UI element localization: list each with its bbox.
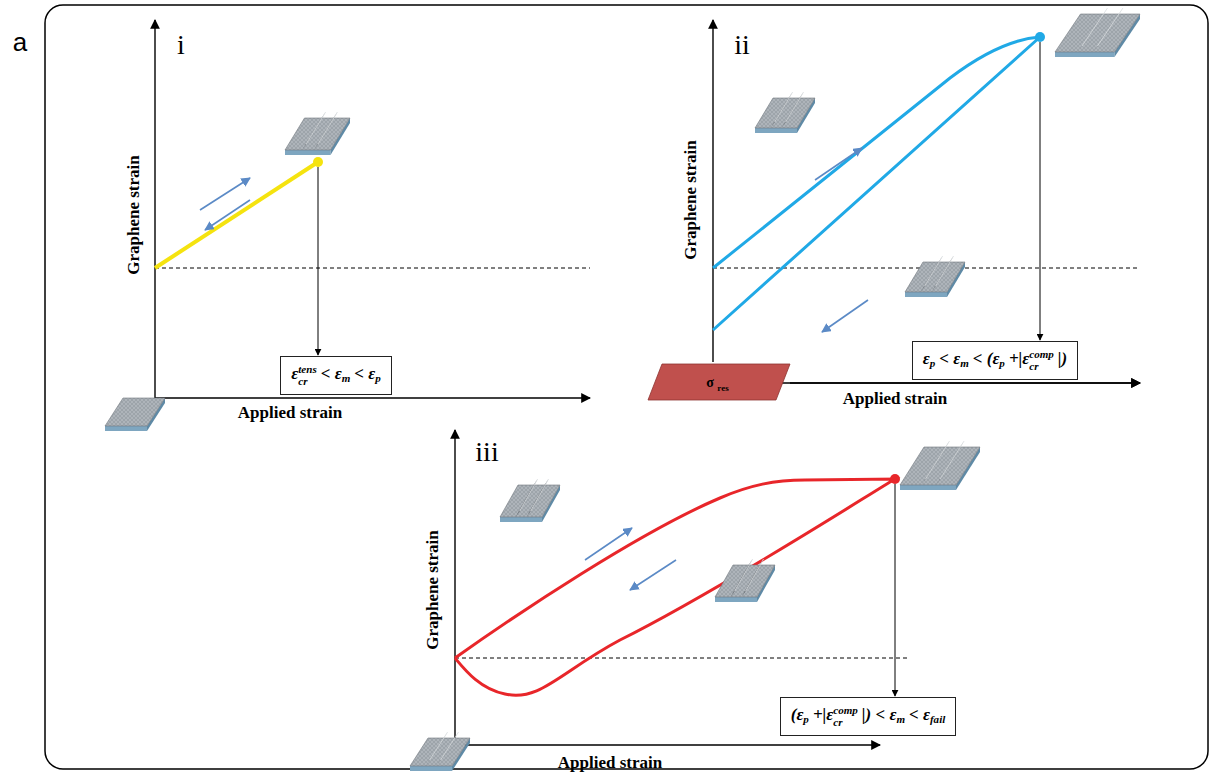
formula-text: cr bbox=[298, 376, 316, 388]
graphene-sheet bbox=[285, 112, 350, 155]
formula-text: ε bbox=[291, 364, 298, 383]
zero-line bbox=[155, 268, 590, 269]
index-stack: compcr bbox=[1029, 349, 1054, 372]
axis-title: Applied strain bbox=[558, 754, 662, 771]
formula-text: comp bbox=[1029, 349, 1054, 361]
max-strain-dot bbox=[890, 474, 900, 484]
graphene-sheet bbox=[105, 398, 165, 431]
formula-text: < ε bbox=[350, 364, 375, 383]
formula-text: |) < ε bbox=[858, 705, 897, 724]
stress-symbol: σ bbox=[706, 376, 714, 390]
formula-text: < ε bbox=[905, 705, 930, 724]
graphene-sheet bbox=[410, 732, 470, 771]
formula-text: < (ε bbox=[969, 349, 1000, 368]
y-axis bbox=[712, 20, 713, 362]
stress-symbol: res bbox=[717, 384, 728, 393]
axis-title: Applied strain bbox=[238, 404, 342, 421]
formula-text: m bbox=[960, 357, 969, 369]
direction-arrow bbox=[205, 200, 250, 230]
index-stack: compcr bbox=[833, 705, 858, 728]
strain-curve bbox=[155, 162, 318, 268]
formula-text: cr bbox=[1029, 361, 1054, 373]
index-stack: tenscr bbox=[298, 364, 316, 387]
graphene-sheet bbox=[500, 479, 560, 522]
graphene-sheet bbox=[1055, 8, 1140, 57]
condition-box: εtenscr< εm< εp bbox=[280, 356, 391, 395]
condition-box: (εp+|εcompcr|) < εm< εfail bbox=[780, 697, 957, 736]
formula-text: tens bbox=[298, 364, 316, 376]
direction-arrow bbox=[822, 300, 868, 332]
direction-arrow bbox=[630, 560, 676, 590]
y-axis bbox=[154, 20, 155, 398]
zero-line bbox=[455, 658, 910, 659]
axis-title: Graphene strain bbox=[424, 530, 441, 649]
axis-title: Applied strain bbox=[843, 390, 947, 407]
formula-text: < ε bbox=[317, 364, 342, 383]
leader-line bbox=[895, 484, 896, 696]
x-axis bbox=[455, 744, 880, 745]
direction-arrow bbox=[585, 528, 632, 560]
formula-text: fail bbox=[930, 713, 945, 725]
graphene-sheet bbox=[715, 559, 775, 602]
leader-line bbox=[1040, 42, 1041, 340]
formula-text: +|ε bbox=[1005, 349, 1029, 368]
panel-label: ii bbox=[734, 31, 750, 59]
formula-text: p bbox=[999, 357, 1005, 369]
x-axis bbox=[790, 382, 1140, 383]
x-axis bbox=[155, 397, 590, 398]
formula-text: |) bbox=[1054, 349, 1067, 368]
formula-text: ε bbox=[923, 349, 930, 368]
axis-title: Graphene strain bbox=[125, 155, 142, 274]
formula-text: cr bbox=[833, 717, 858, 729]
formula-text: comp bbox=[833, 705, 858, 717]
direction-arrow bbox=[815, 148, 862, 180]
max-strain-dot bbox=[313, 157, 323, 167]
y-axis bbox=[454, 430, 455, 745]
graphene-sheet bbox=[900, 441, 980, 490]
residual-stress-sheet bbox=[648, 364, 790, 400]
formula-text: p bbox=[930, 357, 936, 369]
panel-border bbox=[45, 5, 1208, 769]
formula-text: p bbox=[803, 713, 809, 725]
graphene-sheet bbox=[905, 256, 965, 297]
formula-text: m bbox=[342, 372, 351, 384]
axis-title: Graphene strain bbox=[682, 140, 699, 259]
condition-box: εp< εm< (εp+|εcompcr|) bbox=[912, 341, 1079, 380]
strain-curve bbox=[455, 479, 895, 695]
leader-line bbox=[318, 167, 319, 355]
graphene-sheet bbox=[755, 92, 815, 133]
formula-text: m bbox=[896, 713, 905, 725]
panel-label: i bbox=[177, 31, 185, 59]
formula-text: (ε bbox=[791, 705, 804, 724]
formula-text: < ε bbox=[935, 349, 960, 368]
panel-label: a bbox=[13, 29, 27, 55]
max-strain-dot bbox=[1035, 32, 1045, 42]
strain-curve bbox=[713, 37, 1040, 330]
formula-text: p bbox=[375, 372, 381, 384]
panel-label: iii bbox=[475, 438, 498, 466]
formula-text: +|ε bbox=[809, 705, 833, 724]
